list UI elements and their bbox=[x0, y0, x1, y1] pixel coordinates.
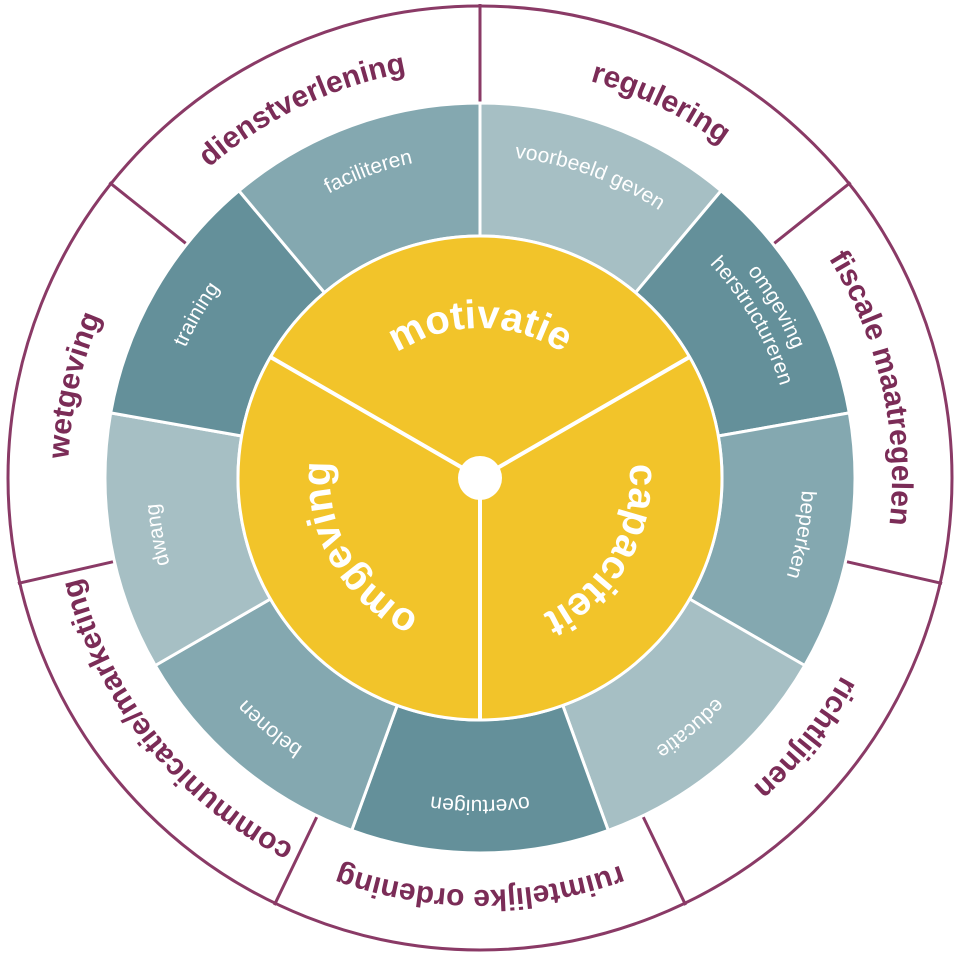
core-divider bbox=[478, 355, 691, 480]
center-hub bbox=[458, 456, 502, 500]
outer-ring-divider bbox=[641, 815, 688, 906]
intervention-label-overtuigen: overtuigen bbox=[429, 791, 532, 818]
outer-ring-divider bbox=[17, 559, 115, 585]
core-divider bbox=[269, 355, 481, 480]
intervention-label-overtuigen-text: overtuigen bbox=[429, 791, 532, 818]
outer-ring-divider bbox=[772, 181, 852, 246]
outer-ring-divider bbox=[845, 559, 943, 585]
outer-ring-divider bbox=[108, 181, 188, 246]
middle-ring-interventions: voorbeeld gevenomgevingherstructurerenbe… bbox=[103, 101, 857, 855]
outer-ring-divider bbox=[272, 815, 319, 906]
